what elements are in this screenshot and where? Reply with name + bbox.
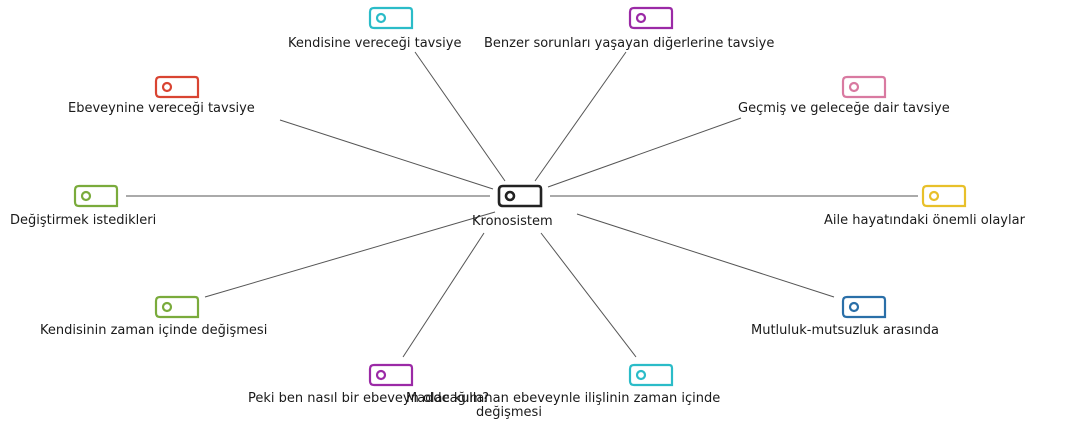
tag-icon-center <box>497 184 543 208</box>
center-label: Kronosistem <box>472 214 553 229</box>
node-label-benzer: Benzer sorunları yaşayan diğerlerine tav… <box>484 36 775 51</box>
tag-icon-kendisine <box>368 6 414 30</box>
node-label-ebeveynine: Ebeveynine vereceği tavsiye <box>68 101 255 116</box>
node-label-peki: Peki ben nasıl bir ebeveyn olacağım? <box>248 391 490 406</box>
node-icons <box>73 6 967 387</box>
tag-icon-peki <box>368 363 414 387</box>
tag-icon-ebeveynine <box>154 75 200 99</box>
connector-line-gecmis <box>547 117 742 188</box>
connector-line-peki <box>402 232 485 358</box>
node-label-madde: Madde kullanan ebeveynle ilişlinin zaman… <box>406 391 721 406</box>
tag-icon-gecmis <box>841 75 887 99</box>
connector-line-mutluluk <box>576 213 835 298</box>
node-label-aile: Aile hayatındaki önemli olaylar <box>824 213 1025 228</box>
connector-lines <box>126 51 918 358</box>
connector-line-ebeveynine <box>279 119 494 190</box>
tag-icon-mutluluk <box>841 295 887 319</box>
tag-icon-kendisinin <box>154 295 200 319</box>
node-label-madde-line2: değişmesi <box>476 405 542 420</box>
tag-icon-benzer <box>628 6 674 30</box>
connector-line-madde <box>540 232 637 358</box>
node-label-gecmis: Geçmiş ve geleceğe dair tavsiye <box>738 101 950 116</box>
tag-icon-madde <box>628 363 674 387</box>
node-label-kendisinin: Kendisinin zaman içinde değişmesi <box>40 323 268 338</box>
connector-line-kendisinin <box>204 211 496 298</box>
node-label-mutluluk: Mutluluk-mutsuzluk arasında <box>751 323 939 338</box>
tag-icon-degistirmek <box>73 184 119 208</box>
tag-icon-aile <box>921 184 967 208</box>
connector-line-benzer <box>534 51 627 182</box>
node-label-degistirmek: Değiştirmek istedikleri <box>10 213 157 228</box>
connector-line-kendisine <box>414 51 506 182</box>
node-label-kendisine: Kendisine vereceği tavsiye <box>288 36 462 51</box>
